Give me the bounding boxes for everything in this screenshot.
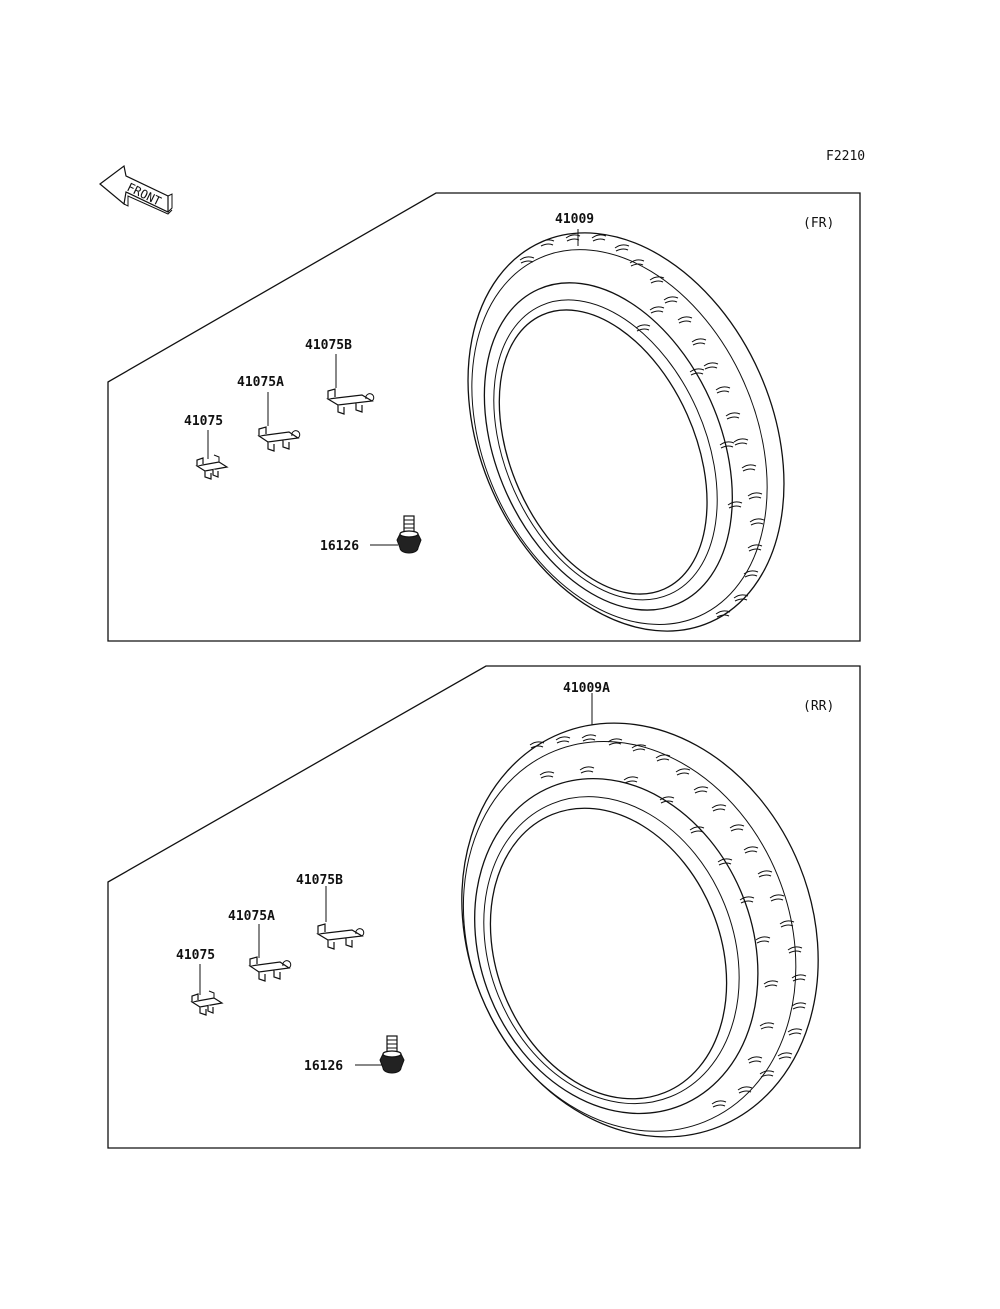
figure-code: F2210 <box>826 149 865 164</box>
valve-16126-rr <box>379 1035 405 1074</box>
label-41009: 41009 <box>555 212 594 227</box>
label-41075b-rr: 41075B <box>296 873 343 888</box>
weight-41075a-fr <box>258 426 301 452</box>
panel-front: (FR) <box>107 192 861 642</box>
rear-tire-41009a <box>461 722 819 1138</box>
panel-rear: (RR) <box>107 665 861 1149</box>
valve-16126-fr <box>396 515 422 554</box>
label-41075b-fr: 41075B <box>305 338 352 353</box>
label-41075-fr: 41075 <box>184 414 223 429</box>
panel-front-frame <box>107 192 861 642</box>
weight-41075-fr <box>196 454 228 480</box>
panel-front-position: (FR) <box>803 216 834 231</box>
weight-41075b-fr <box>327 388 375 415</box>
label-41075a-rr: 41075A <box>228 909 275 924</box>
label-41075a-fr: 41075A <box>237 375 284 390</box>
label-41075-rr: 41075 <box>176 948 215 963</box>
front-tire-41009 <box>467 232 785 632</box>
label-16126-fr: 16126 <box>320 539 359 554</box>
front-direction-arrow: FRONT <box>99 164 173 215</box>
weight-41075a-rr <box>249 956 292 982</box>
weight-41075b-rr <box>317 923 365 950</box>
label-16126-rr: 16126 <box>304 1059 343 1074</box>
panel-rear-frame <box>107 665 861 1149</box>
panel-rear-position: (RR) <box>803 699 834 714</box>
label-41009a: 41009A <box>563 681 610 696</box>
weight-41075-rr <box>191 990 223 1016</box>
